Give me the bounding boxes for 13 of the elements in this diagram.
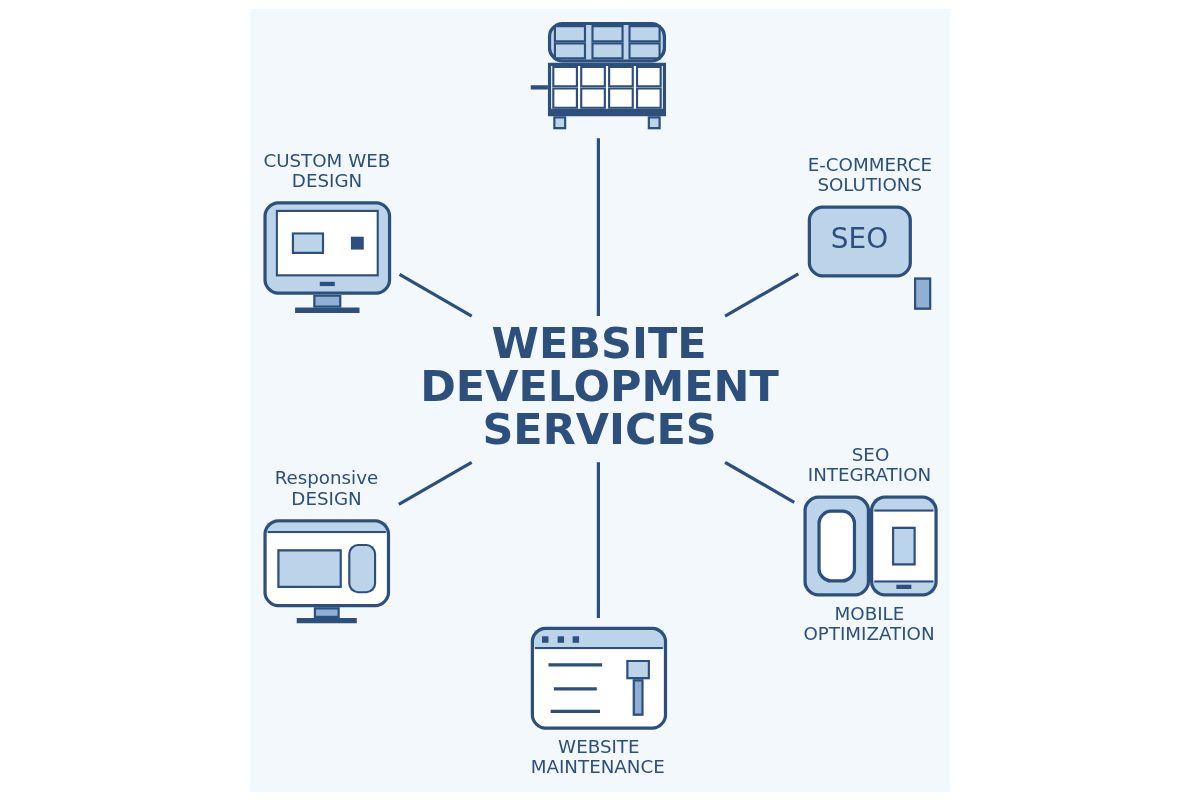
node-label: E-COMMERCE SOLUTIONS (807, 153, 933, 195)
node-label: SEO INTEGRATION (807, 443, 932, 485)
connector (398, 460, 473, 506)
node-text: WEBSITE DEVELOPMENT SERVICES (420, 317, 779, 454)
node-label: MOBILE OPTIMIZATION (803, 602, 935, 644)
node-label: CUSTOM WEB DESIGN (263, 148, 391, 191)
connector (398, 272, 473, 317)
connector (596, 137, 600, 316)
connector (724, 271, 800, 317)
node-label: WEBSITE MAINTENANCE (530, 735, 665, 777)
connector (596, 461, 600, 618)
node-label: Responsive DESIGN (274, 466, 379, 509)
connector (724, 460, 796, 504)
